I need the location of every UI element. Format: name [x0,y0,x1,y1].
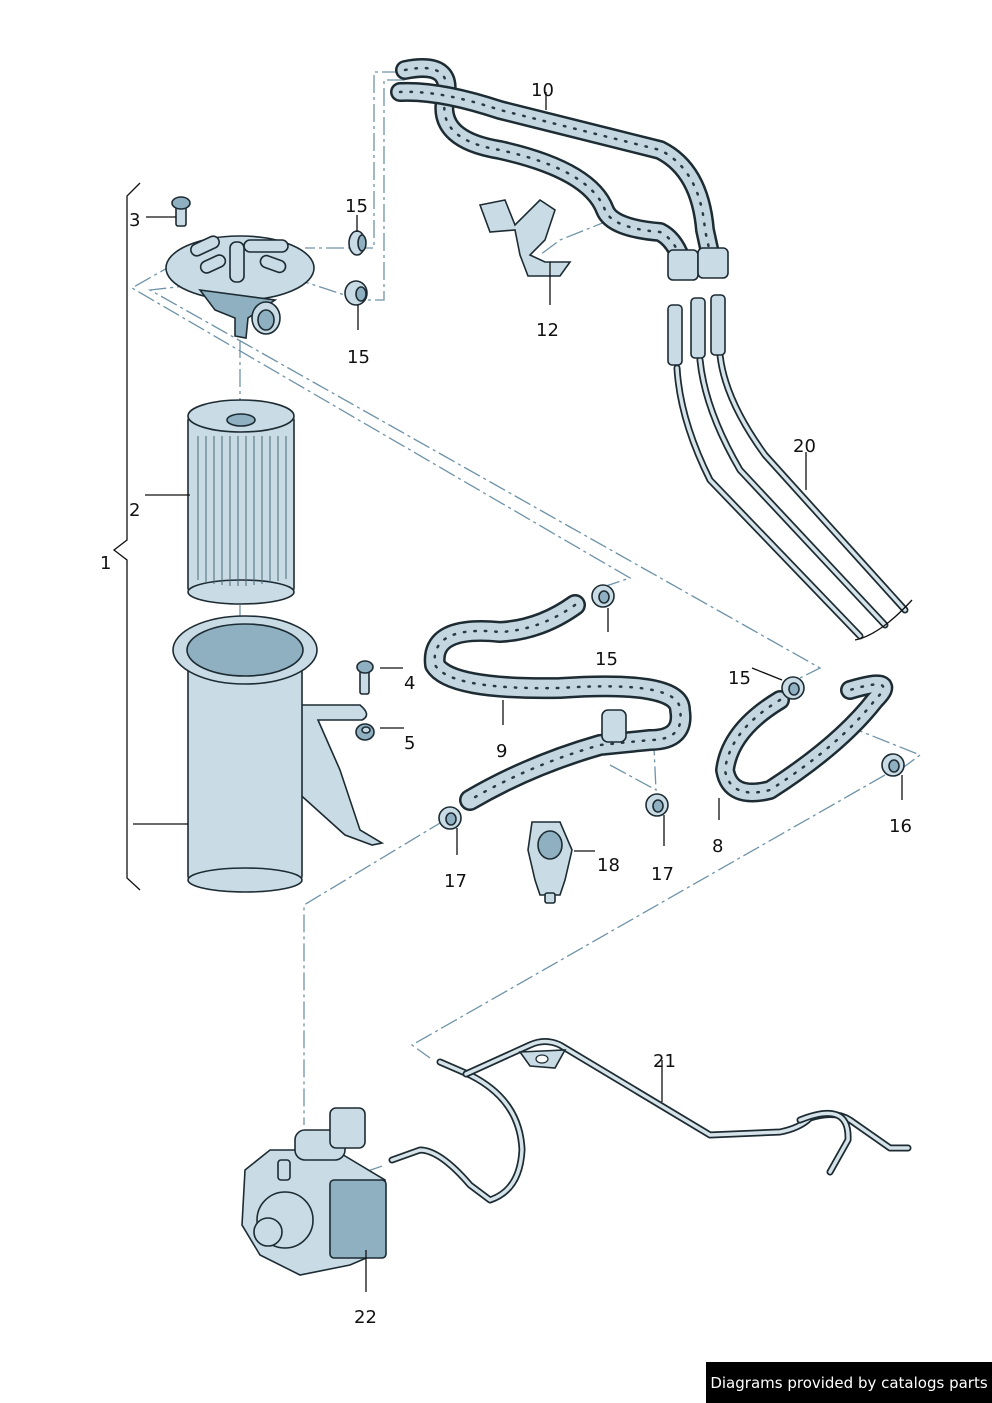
fuel-lines-20-part [667,294,913,641]
callout-21: 21 [653,1051,676,1072]
callout-5: 5 [404,733,416,754]
guide-line [304,79,405,301]
nut-part [355,723,375,741]
callout-8: 8 [712,836,724,857]
callout-16: 16 [889,816,912,837]
guide-line [844,724,922,771]
footer-credit-text: Diagrams provided by catalogs parts [710,1373,988,1392]
bolt-part [356,660,374,695]
hose-clamp-part [344,280,368,306]
fuel-hose-10-part [390,58,729,281]
callout-20: 20 [793,436,816,457]
guide-line [303,819,446,1125]
assembly-bracket [112,182,141,891]
hose-clamp-part [438,806,462,830]
callout-22: 22 [354,1307,377,1328]
guide-line [130,262,632,589]
holder-part [527,821,573,904]
guide-line [410,774,886,1059]
callout-18: 18 [597,855,620,876]
callout-15: 15 [347,347,370,368]
guide-line [305,71,400,249]
hose-clamp-part [645,793,669,817]
callout-3: 3 [129,210,141,231]
callout-15: 15 [345,196,368,217]
filter-housing-part [172,615,385,893]
high-pressure-pump-part [241,1107,387,1276]
callout-15: 15 [728,668,751,689]
guide-line [539,219,611,256]
fuel-line-21-part [388,1038,912,1204]
guide-line [147,284,822,679]
callout-1: 1 [100,553,112,574]
guide-line [609,747,657,792]
filter-element-part [187,399,295,605]
callout-9: 9 [496,741,508,762]
callout-17: 17 [651,864,674,885]
callout-10: 10 [531,80,554,101]
callout-12: 12 [536,320,559,341]
fuel-hose-9-part [423,594,692,811]
screw-part [171,196,191,227]
fuel-hose-8-part [715,674,894,803]
footer-credit-badge: Diagrams provided by catalogs parts [706,1362,992,1403]
callout-17: 17 [444,871,467,892]
filter-head-part [165,235,315,339]
callout-4: 4 [404,673,416,694]
hose-clamp-part [591,584,615,608]
hose-clamp-part [881,753,905,777]
hose-clip-part [478,198,572,277]
hose-clamp-part [781,676,805,700]
callout-15: 15 [595,649,618,670]
hose-clamp-part [348,230,367,256]
leader-lines [133,92,903,1292]
callout-2: 2 [129,500,141,521]
